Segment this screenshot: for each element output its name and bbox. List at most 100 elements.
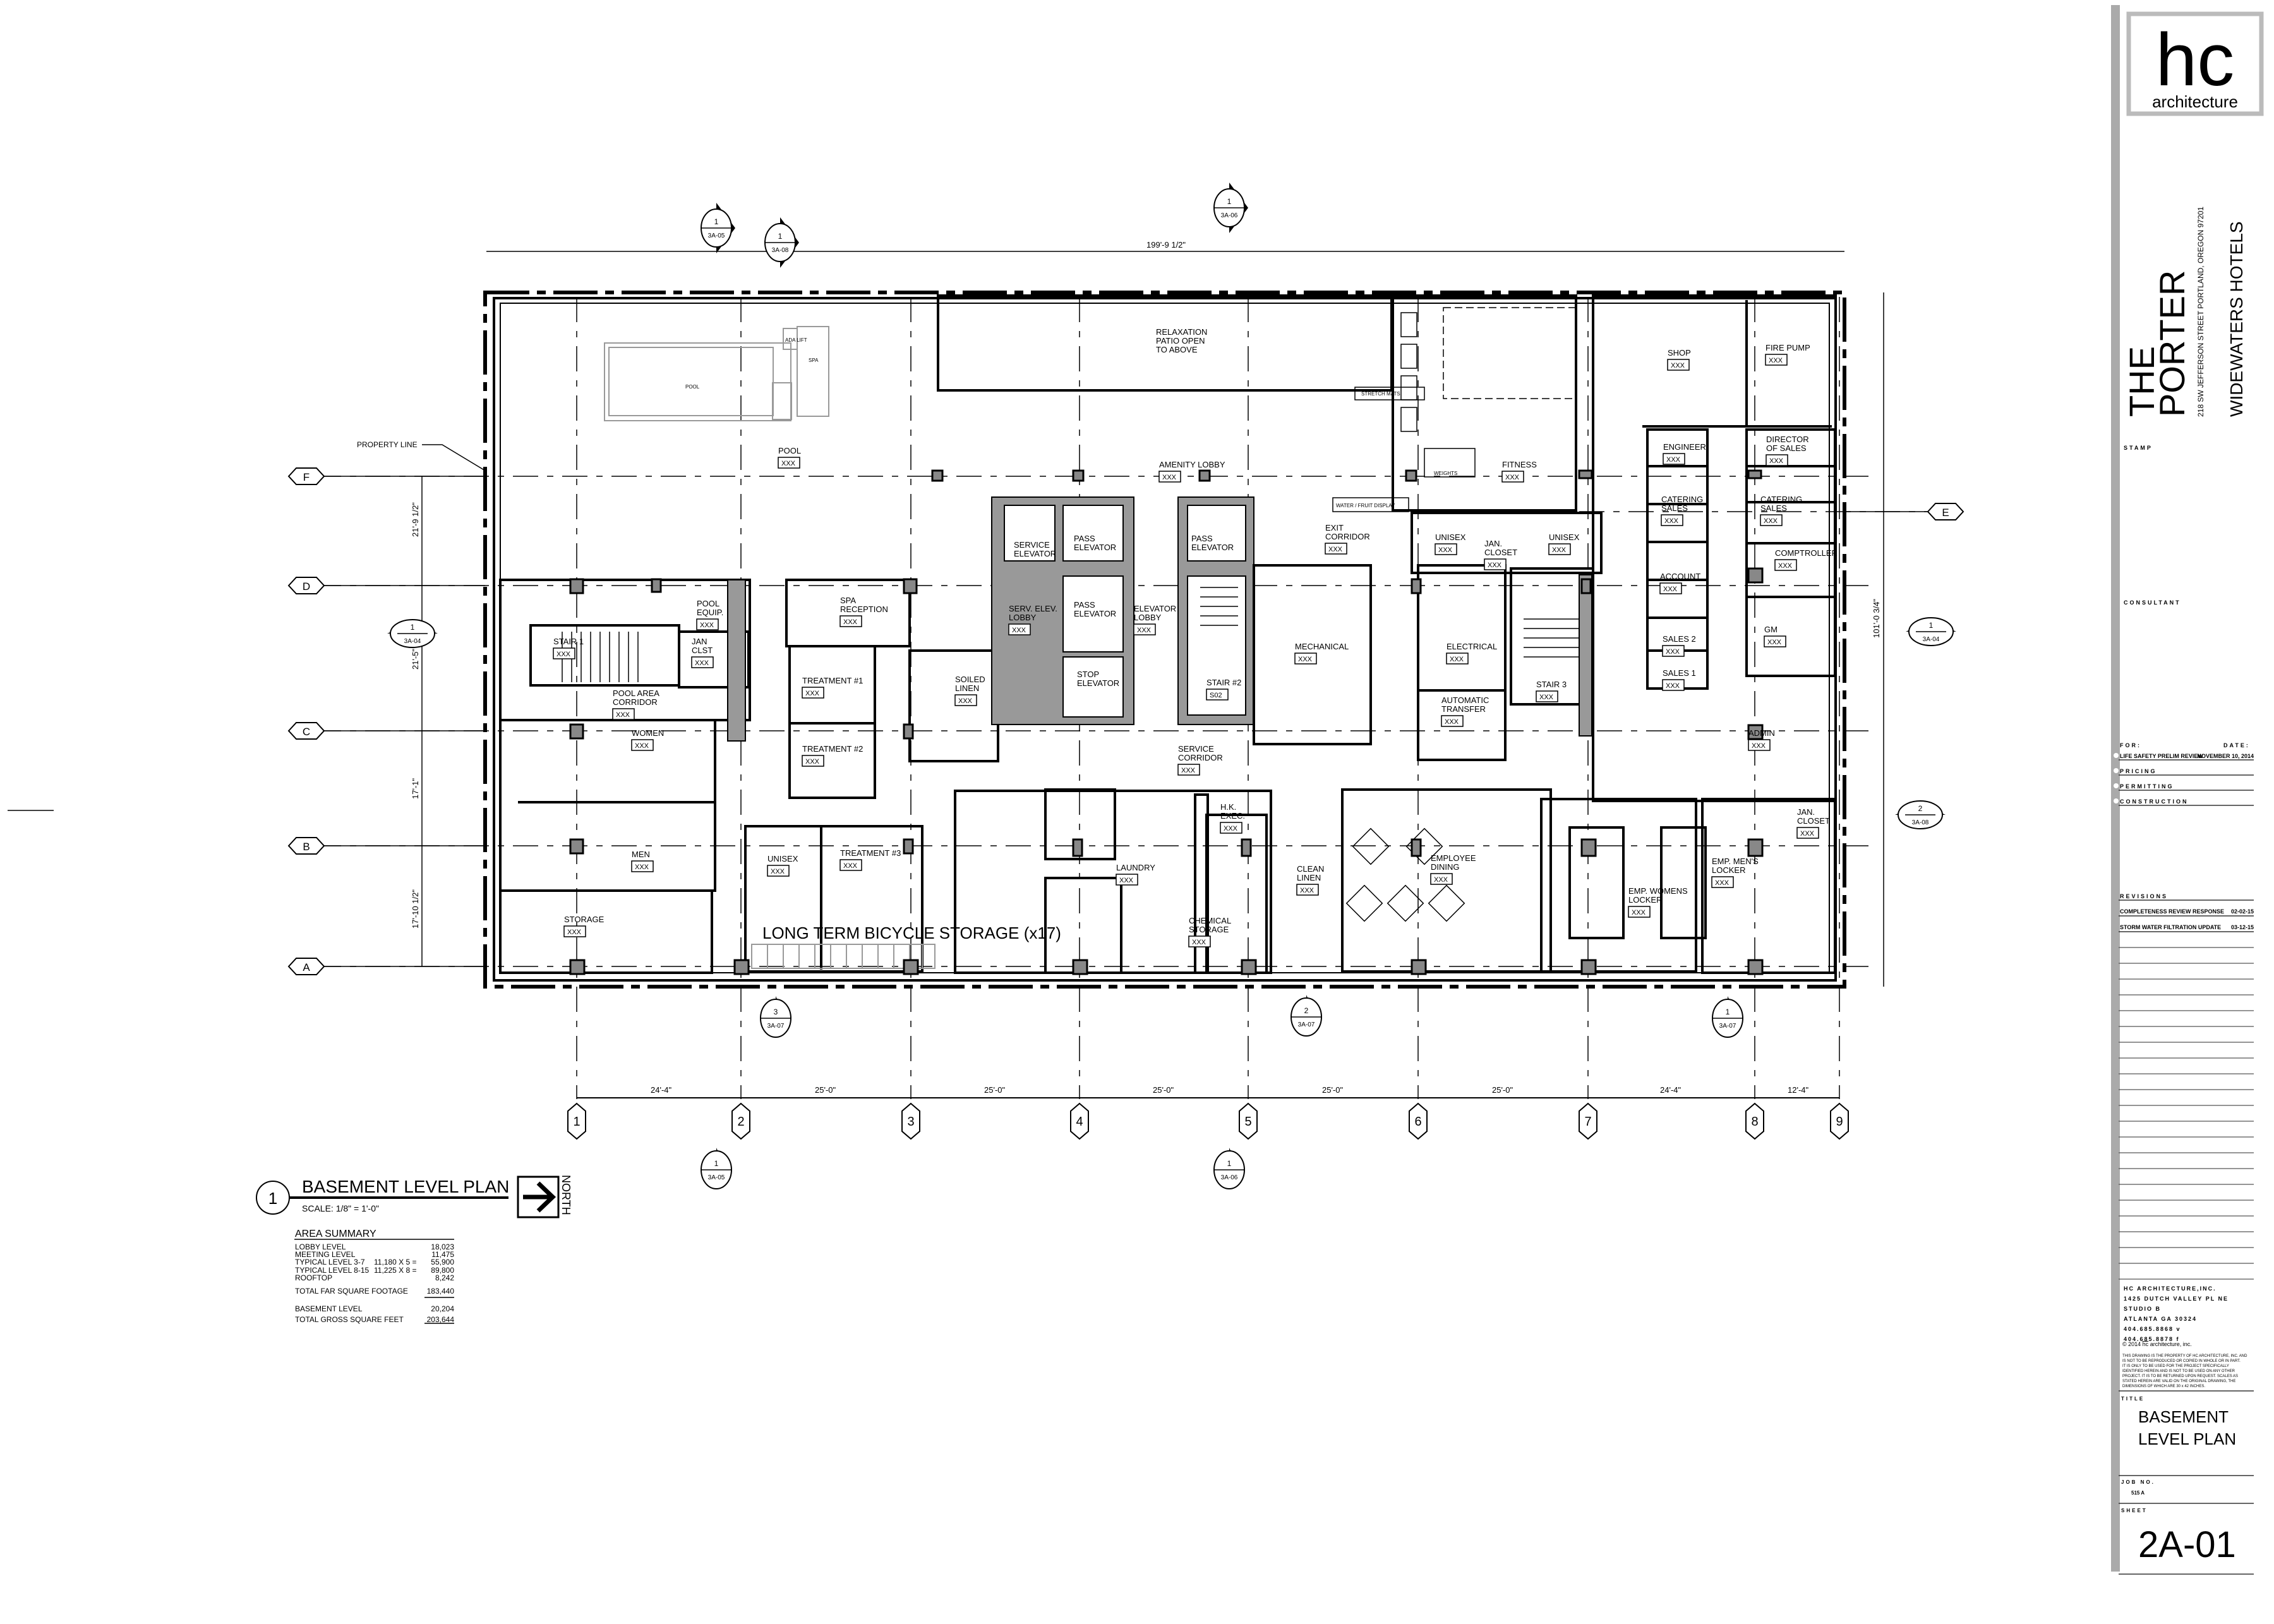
room-name: H.K. — [1220, 802, 1236, 812]
room-name: RELAXATION — [1156, 327, 1207, 337]
room-number-tag — [1548, 543, 1571, 555]
room-number-tag — [1158, 471, 1181, 483]
sheet-label: SHEET — [2121, 1508, 2148, 1513]
room-name: SALES — [1661, 503, 1688, 513]
section-number: 1 — [1227, 1159, 1232, 1168]
section-marker: 13A-08 — [764, 217, 799, 268]
room-number-tag — [563, 925, 586, 937]
room-number-tag — [1501, 471, 1524, 483]
room-name: POOL — [778, 446, 801, 455]
grid-label: 3 — [907, 1115, 914, 1129]
area-label: MEETING LEVEL — [295, 1250, 356, 1259]
room-name: CHEMICAL — [1189, 916, 1231, 925]
room-number: XXX — [1137, 627, 1152, 634]
room-name: DINING — [1431, 862, 1460, 872]
section-sheet: 3A-05 — [708, 232, 725, 239]
note-weights: WEIGHTS — [1434, 471, 1457, 476]
disclaimer-line: IT IS ONLY TO BE USED FOR THE PROJECT SP… — [2122, 1364, 2229, 1368]
section-sheet: 3A-08 — [1912, 819, 1929, 826]
room-number-tag — [1188, 935, 1211, 947]
logo-letters: hc — [2156, 18, 2235, 102]
area-label: ROOFTOP — [295, 1273, 332, 1282]
section-sheet: 3A-04 — [404, 638, 421, 645]
room-name: TREATMENT #2 — [802, 744, 863, 754]
revision-label: COMPLETENESS REVIEW RESPONSE — [2120, 908, 2224, 915]
room-number: XXX — [1505, 474, 1520, 481]
section-number: 1 — [411, 623, 415, 632]
room-number-tag — [839, 615, 862, 627]
consultant-label: CONSULTANT — [2124, 599, 2181, 606]
project-address: 218 SW JEFFERSON STREET PORTLAND, OREGON… — [2196, 207, 2205, 417]
plan-title-text: BASEMENT LEVEL PLAN — [302, 1177, 509, 1196]
room-name: POOL — [697, 599, 719, 608]
for-label: FOR: — [2120, 742, 2141, 749]
room-name: WOMEN — [632, 728, 664, 738]
room-number-tag — [1764, 635, 1786, 647]
row-dim: 17'-1" — [411, 778, 420, 799]
section-sheet: 3A-07 — [1298, 1021, 1315, 1028]
room-name: LOCKER — [1628, 895, 1662, 905]
title-block: hc architecture THE PORTER 218 SW JEFFER… — [2111, 5, 2264, 1575]
grid-bubble-9 — [1830, 1102, 1849, 1140]
grid-label: 6 — [1414, 1115, 1421, 1129]
room-number: XXX — [567, 929, 582, 936]
shear-wall — [727, 579, 746, 742]
section-marker: 13A-04 — [1906, 617, 1956, 646]
room-number: XXX — [1445, 718, 1459, 726]
issue-label: PRICING — [2120, 768, 2157, 774]
room-name: ENGINEER — [1663, 442, 1706, 452]
firm-address-line: 404.685.8868 v — [2124, 1326, 2181, 1332]
north-arrow: NORTH — [517, 1175, 572, 1218]
room-name: STORAGE — [564, 915, 605, 924]
room-name: ACCOUNT — [1660, 572, 1700, 581]
room-name: ELEVATOR — [1014, 549, 1056, 558]
room-name: DIRECTOR — [1766, 435, 1809, 444]
room-name: TREATMENT #1 — [802, 676, 863, 685]
room-number: XXX — [635, 863, 649, 871]
room-number: XXX — [1778, 562, 1793, 570]
room-name: ADMIN — [1748, 728, 1775, 738]
revisions-label: REVISIONS — [2120, 893, 2168, 899]
stamp-label: STAMP — [2124, 445, 2153, 451]
room-name: CLOSET — [1797, 816, 1830, 826]
grid-bubble-6 — [1409, 1102, 1428, 1140]
row-dim: 21'-5" — [411, 648, 420, 670]
grid-label: 7 — [1584, 1115, 1591, 1129]
disclaimer-line: THIS DRAWING IS THE PROPERTY OF HC ARCHI… — [2122, 1354, 2247, 1358]
room-name: CATERING — [1760, 495, 1802, 504]
structural-columns — [569, 469, 1764, 975]
room-name: EXIT — [1325, 523, 1344, 532]
room-number: XXX — [1664, 517, 1679, 525]
room-number-tag — [1294, 653, 1317, 665]
room-name: LOCKER — [1712, 865, 1745, 875]
revision-date: 03-12-15 — [2231, 924, 2254, 930]
col-dim: 24'-4" — [651, 1085, 672, 1095]
property-line-leader — [422, 444, 486, 471]
section-marker: 13A-07 — [1712, 996, 1743, 1038]
room-number: XXX — [1434, 876, 1448, 884]
section-marker: 13A-06 — [1213, 183, 1248, 233]
room-number-tag — [1661, 514, 1683, 526]
room-name: LAUNDRY — [1116, 863, 1155, 872]
room-number: XXX — [616, 711, 630, 719]
shear-wall — [1579, 574, 1592, 737]
grid-label: 9 — [1836, 1115, 1843, 1129]
